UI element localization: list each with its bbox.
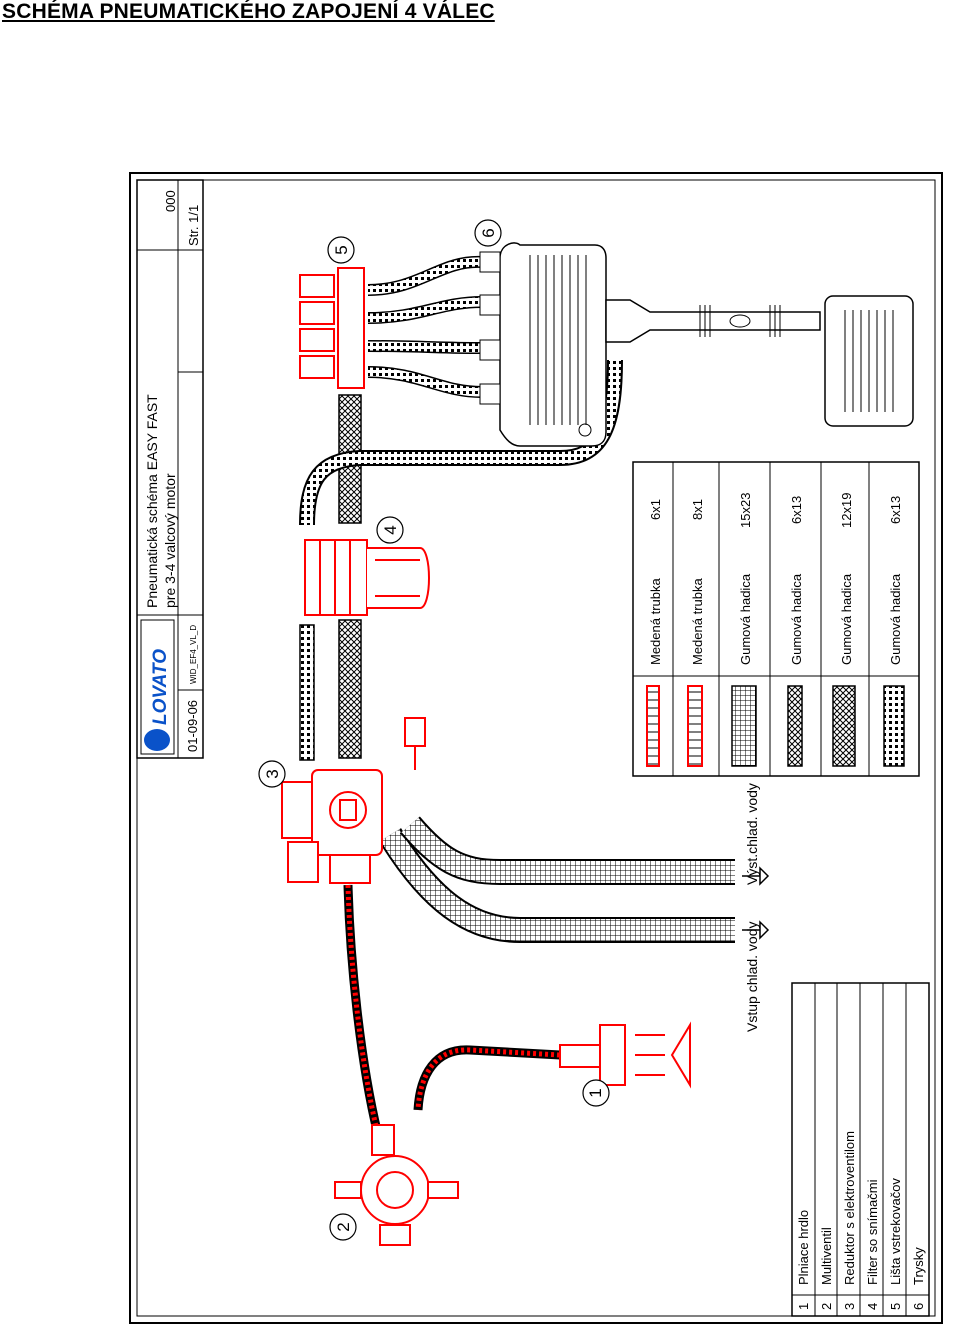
outlet-arrow-icon <box>742 866 770 886</box>
legend-swatch-copper-8 <box>687 685 703 767</box>
legend-size: 6x1 <box>648 499 663 520</box>
legend-swatch-hose-15x23 <box>731 685 757 767</box>
legend-name: Medená trubka <box>690 578 705 665</box>
part-num: 5 <box>888 1303 903 1310</box>
legend-size: 15x23 <box>738 493 753 528</box>
hose-reducer-filter-2 <box>299 624 315 761</box>
hose-reducer-filter <box>338 619 362 759</box>
part-num: 4 <box>865 1303 880 1310</box>
injector-rail <box>299 267 365 389</box>
page-title: SCHÉMA PNEUMATICKÉHO ZAPOJENÍ 4 VÁLEC <box>2 0 495 23</box>
part-num: 1 <box>796 1303 811 1310</box>
drawing-frame <box>129 172 943 1324</box>
callout-1: 1 <box>582 1079 610 1107</box>
part-name: Plniace hrdlo <box>796 1210 811 1285</box>
multivalve <box>334 1124 459 1246</box>
callout-3-label: 3 <box>263 769 282 778</box>
legend-size: 8x1 <box>690 499 705 520</box>
legend-size: 6x13 <box>789 496 804 524</box>
part-name: Filter so snímačmi <box>865 1179 880 1285</box>
coolant-outlet-label: Výst.chlad. vody <box>742 783 770 886</box>
reducer-with-solenoid <box>281 717 426 884</box>
drawing-title: Pneumatická schéma EASY FAST <box>144 394 160 608</box>
callout-5-label: 5 <box>332 245 351 254</box>
part-name: Reduktor s elektroventilom <box>842 1131 857 1285</box>
lovato-logo: LOVATO <box>140 619 175 755</box>
title-block: LOVATO Pneumatická schéma EASY FAST pre … <box>136 179 204 759</box>
callout-4: 4 <box>376 516 404 544</box>
legend-swatch-copper-6 <box>646 685 660 767</box>
injector-hoses <box>367 255 483 398</box>
legend-name: Gumová hadica <box>738 573 753 665</box>
callout-6-label: 6 <box>479 228 498 237</box>
copper-tube-reducer <box>343 884 383 1137</box>
part-name: Multiventil <box>819 1227 834 1285</box>
part-name: Trysky <box>911 1247 926 1285</box>
callout-5: 5 <box>327 236 355 264</box>
drawing-revision: 000 <box>163 190 178 212</box>
drawing-file-code: WID_EF4_VL_D <box>189 625 198 684</box>
part-num: 6 <box>911 1303 926 1310</box>
part-num: 3 <box>842 1303 857 1310</box>
drawing-date: 01-09-06 <box>185 700 200 752</box>
filler-neck <box>559 1021 691 1089</box>
intake-manifold <box>479 242 914 447</box>
legend-name: Gumová hadica <box>839 573 854 665</box>
callout-4-label: 4 <box>381 525 400 534</box>
parts-table: 1 Plniace hrdlo 2 Multiventil 3 Reduktor… <box>791 982 930 1317</box>
part-name: Lišta vstrekovačov <box>888 1178 903 1285</box>
coolant-inlet-label: Vstup chlad. vody <box>742 920 770 1032</box>
legend-name: Gumová hadica <box>789 573 804 665</box>
legend-name: Medená trubka <box>648 578 663 665</box>
callout-2-label: 2 <box>334 1222 353 1231</box>
legend-name: Gumová hadica <box>888 573 903 665</box>
callout-2: 2 <box>329 1213 357 1241</box>
drawing-sheet: Str. 1/1 <box>186 205 201 246</box>
coolant-inlet-text: Vstup chlad. vody <box>744 921 760 1032</box>
legend-table: Medená trubka 6x1 Medená trubka 8x1 Gumo… <box>632 461 920 777</box>
copper-tube-filler <box>413 1045 561 1111</box>
coolant-outlet-text: Výst.chlad. vody <box>744 783 760 885</box>
legend-size: 6x13 <box>888 496 903 524</box>
callout-1-label: 1 <box>586 1088 605 1097</box>
legend-swatch-hose-12x19 <box>832 685 856 767</box>
inlet-arrow-icon <box>742 920 770 940</box>
callout-6: 6 <box>474 219 502 247</box>
callout-3: 3 <box>258 760 286 788</box>
legend-size: 12x19 <box>839 493 854 528</box>
gas-filter <box>304 539 430 616</box>
legend-swatch-hose-6x13 <box>787 685 803 767</box>
part-num: 2 <box>819 1303 834 1310</box>
drawing-subtitle: pre 3-4 valcový motor <box>162 473 178 608</box>
logo-text: LOVATO <box>150 649 171 725</box>
legend-swatch-hose-6x13-b <box>883 685 905 767</box>
